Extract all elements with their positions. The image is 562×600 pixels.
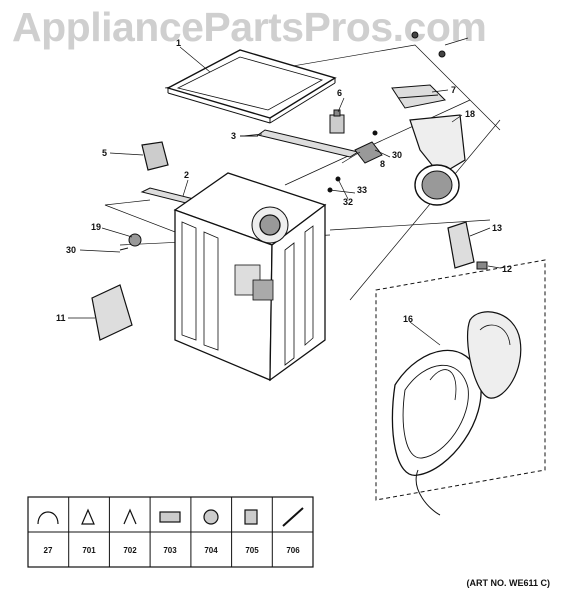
callout-3: 3 — [231, 131, 236, 141]
callout-7: 7 — [451, 85, 456, 95]
callout-5: 5 — [102, 148, 107, 158]
table-part-703: 703 — [163, 546, 177, 555]
callout-11: 11 — [56, 313, 66, 323]
fill-funnel-part — [409, 114, 466, 206]
right-bracket-part — [447, 221, 475, 269]
callout-33: 33 — [357, 185, 367, 195]
callout-6: 6 — [337, 88, 342, 98]
holder-icon — [159, 511, 181, 523]
control-bracket-part — [391, 84, 447, 109]
clip-icon — [123, 508, 137, 525]
clamp-icon — [37, 511, 59, 525]
callout-13: 13 — [492, 223, 502, 233]
callout-12: 12 — [502, 264, 512, 274]
callout-8: 8 — [380, 159, 385, 169]
rear-rail-part — [240, 129, 360, 158]
clip-part — [354, 141, 383, 164]
panel-part — [91, 284, 133, 341]
watermark-text: AppliancePartsPros.com — [12, 4, 487, 50]
grommet-icon — [203, 509, 219, 525]
callout-32: 32 — [343, 197, 353, 207]
tie-icon — [81, 508, 95, 525]
switch-part — [329, 109, 345, 134]
table-part-705: 705 — [245, 546, 259, 555]
side-bracket-part — [141, 141, 169, 171]
table-part-27: 27 — [44, 546, 53, 555]
callout-16: 16 — [403, 314, 413, 324]
screw-part — [119, 247, 129, 251]
callout-19: 19 — [91, 222, 101, 232]
callout-1: 1 — [176, 38, 181, 48]
cabinet-body — [173, 172, 327, 382]
callout-30-lower: 30 — [66, 245, 76, 255]
knob-part — [128, 233, 142, 247]
table-part-702: 702 — [123, 546, 137, 555]
callout-labels: 1 2 3 5 6 7 8 12 13 16 18 19 30 30 32 33… — [56, 38, 512, 324]
callout-2: 2 — [184, 170, 189, 180]
wire-harness-box — [375, 259, 546, 516]
strap-icon — [282, 507, 304, 527]
top-cover-part — [166, 49, 337, 124]
art-number-label: (ART NO. WE611 C) — [466, 578, 550, 588]
fastener-part — [476, 261, 488, 270]
table-part-701: 701 — [82, 546, 96, 555]
bracket-icon — [244, 509, 258, 525]
callout-30-upper: 30 — [392, 150, 402, 160]
table-part-704: 704 — [204, 546, 218, 555]
leader-lines — [68, 37, 501, 346]
parts-table: 27 701 702 703 704 705 706 — [27, 496, 314, 568]
callout-18: 18 — [465, 109, 475, 119]
table-part-706: 706 — [286, 546, 300, 555]
